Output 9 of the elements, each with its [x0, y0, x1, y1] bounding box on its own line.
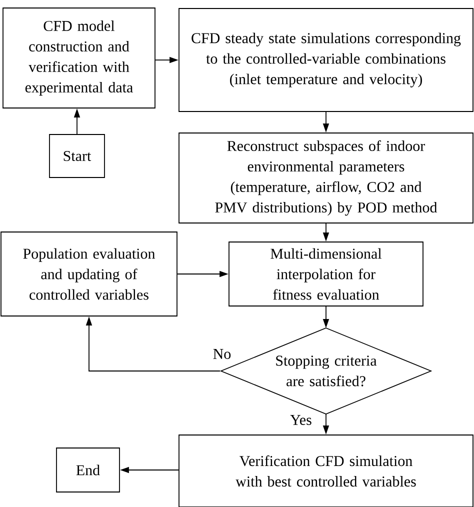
process-box: Reconstruct subspaces of indoor environmental parameters (temperature, airflow, CO2 and PMV distributions) by POD method — [178, 132, 474, 224]
process-box: CFD steady state simulations corresponding to the controlled-variable combinations (inlet temperature and velocity) — [178, 8, 474, 112]
process-box: Verification CFD simulation with best controlled variables — [178, 434, 474, 507]
start-box: Start — [49, 134, 105, 178]
process-box: Population evaluation and updating of controlled variables — [0, 232, 178, 316]
process-box: CFD model construction and verification with experimental data — [2, 8, 156, 108]
process-box: Multi-dimensional interpolation for fitness evaluation — [228, 242, 424, 306]
edge-label: Yes — [289, 414, 313, 426]
end-box: End — [56, 448, 120, 492]
